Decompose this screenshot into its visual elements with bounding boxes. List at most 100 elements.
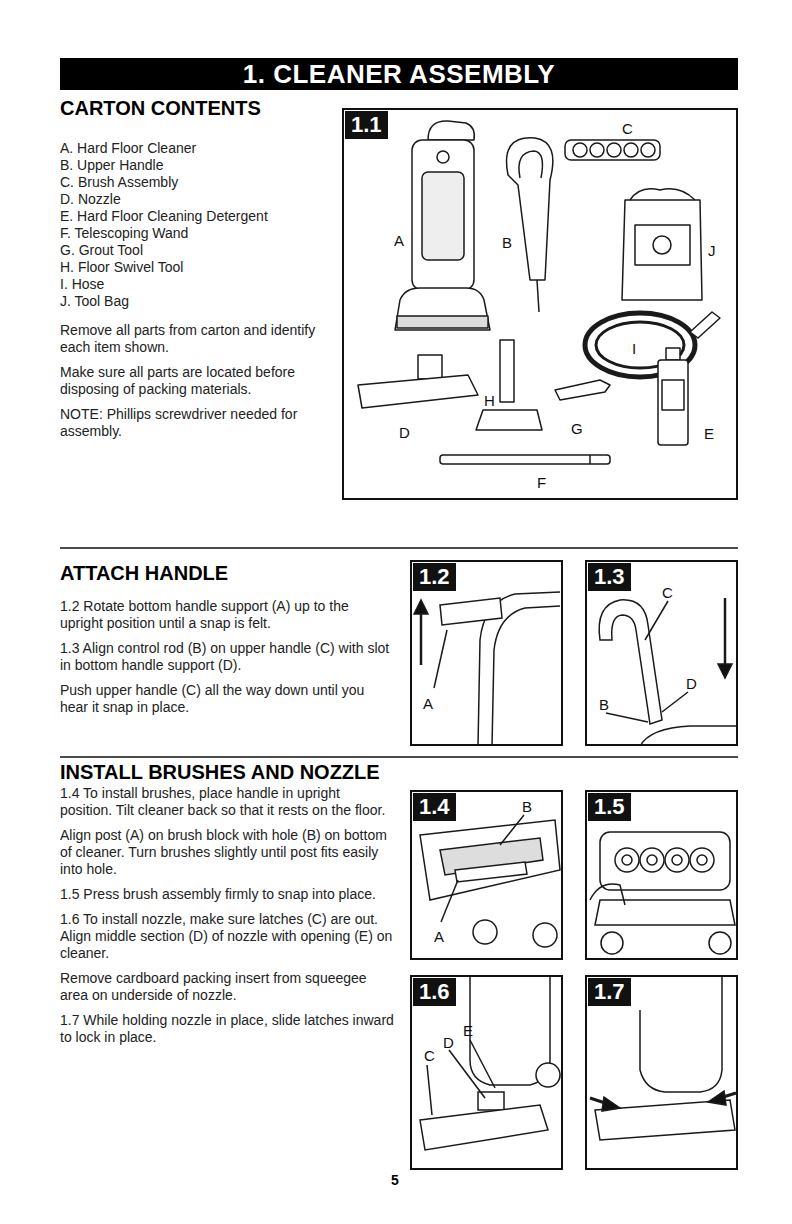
figure-panel: 1.6EDC [410, 975, 563, 1170]
section-heading: CARTON CONTENTS [60, 96, 330, 120]
title-bar: 1. CLEANER ASSEMBLY [60, 58, 738, 90]
parts-illustration-shape [418, 355, 442, 379]
instruction-text: 1.6 To install nozzle, make sure latches… [60, 911, 395, 962]
section-heading: ATTACH HANDLE [60, 561, 395, 585]
panel-1-2-illustration-shape [492, 606, 560, 746]
callout-letter: D [443, 1034, 454, 1051]
parts-illustration-shape [519, 151, 543, 178]
panel-1-6-illustration-shape [536, 1063, 560, 1087]
instruction-text: 1.7 While holding nozzle in place, slide… [60, 1012, 395, 1046]
callout-letter: A [423, 695, 433, 712]
panel-1-5-illustration-shape [601, 932, 623, 954]
figure-panel: 1.4BA [410, 790, 563, 960]
parts-list-item: H. Floor Swivel Tool [60, 259, 330, 276]
parts-illustration-shape [658, 360, 688, 445]
panel-1-2-illustration-shape [414, 600, 428, 614]
page-number: 5 [391, 1172, 421, 1189]
panel-1-4-illustration [420, 815, 560, 947]
parts-list-item: D. Nozzle [60, 191, 330, 208]
callout-letter: C [424, 1047, 435, 1064]
panel-1-5-illustration-shape [600, 832, 730, 890]
parts-list-item: G. Grout Tool [60, 242, 330, 259]
parts-illustration-shape [624, 143, 638, 157]
panel-1-2-illustration-shape [420, 610, 423, 665]
parts-illustration-shape [500, 340, 514, 402]
panel-1-5-illustration-shape [665, 848, 689, 872]
parts-list-item: I. Hose [60, 276, 330, 293]
divider-line [60, 548, 738, 757]
callout-letter: C [662, 584, 673, 601]
panel-1-3-illustration-shape [662, 692, 688, 712]
figure-panel: 1.2A [410, 560, 563, 746]
figure-number: 1.2 [413, 563, 456, 591]
parts-illustration-shape [428, 121, 474, 140]
parts-illustration-shape [565, 140, 660, 160]
parts-illustration-shape [622, 200, 702, 300]
callout-letter: I [632, 340, 636, 357]
instruction-text: 1.2 Rotate bottom handle support (A) up … [60, 598, 395, 632]
instruction-text: Make sure all parts are located before d… [60, 364, 330, 398]
callout-letter: D [399, 424, 410, 441]
callout-letter: J [708, 242, 716, 259]
callout-letter: E [704, 425, 714, 442]
panel-1-4-illustration-shape [420, 820, 560, 900]
callout-letter: C [622, 120, 633, 137]
parts-list-item: B. Upper Handle [60, 157, 330, 174]
parts-illustration-shape [573, 143, 587, 157]
parts-illustration-shape [395, 288, 490, 330]
divider-line-shape [60, 547, 738, 549]
parts-illustration-shape [437, 151, 449, 163]
parts-list-item: E. Hard Floor Cleaning Detergent [60, 208, 330, 225]
figure-panel: 1.3CDB [585, 560, 738, 746]
panel-1-4-illustration-shape [533, 923, 557, 947]
callout-letter: F [537, 474, 546, 491]
parts-illustration-shape [662, 380, 684, 410]
callout-letter: A [394, 232, 404, 249]
callout-letter: H [484, 392, 495, 409]
parts-illustration-shape [653, 236, 671, 254]
figure-number: 1.1 [345, 111, 388, 139]
panel-1-6-illustration-shape [470, 1040, 495, 1088]
figure-number: 1.3 [588, 563, 631, 591]
callout-letter: B [522, 798, 532, 815]
panel-1-5-illustration-shape [672, 855, 682, 865]
parts-illustration-shape [635, 225, 690, 265]
parts-illustration-shape [630, 189, 695, 200]
panel-1-7-illustration-shape [708, 1091, 726, 1105]
parts-illustration-shape [690, 312, 720, 338]
parts-illustration-shape [440, 455, 610, 464]
instruction-text: 1.4 To install brushes, place handle in … [60, 785, 395, 819]
figure-panel: 1.5 [585, 790, 738, 960]
parts-illustration-shape [607, 143, 621, 157]
panel-1-5-illustration-shape [615, 848, 639, 872]
panel-1-5-illustration-shape [595, 900, 735, 925]
panel-1-3-illustration-shape [724, 598, 727, 668]
panel-1-4-illustration-shape [500, 815, 524, 845]
parts-illustration-shape [589, 455, 591, 464]
parts-illustration-shape [358, 375, 478, 408]
figure-number: 1.5 [588, 793, 631, 821]
panel-1-6-illustration-shape [427, 1065, 432, 1115]
panel-1-5-illustration-shape [709, 932, 731, 954]
divider-line-shape [60, 756, 738, 758]
callout-letter: B [502, 234, 512, 251]
instruction-text: Align post (A) on brush block with hole … [60, 827, 395, 878]
instruction-text: Remove all parts from carton and identif… [60, 322, 330, 356]
parts-list-item: A. Hard Floor Cleaner [60, 140, 330, 157]
instruction-text: Push upper handle (C) all the way down u… [60, 682, 395, 716]
panel-1-4-illustration-shape [473, 920, 497, 944]
instruction-text: 1.5 Press brush assembly firmly to snap … [60, 886, 395, 903]
callout-letter: G [571, 420, 583, 437]
callout-letter: E [463, 1022, 473, 1039]
parts-illustration [358, 121, 720, 464]
figure-number: 1.6 [413, 978, 456, 1006]
panel-1-3-illustration-shape [640, 726, 736, 746]
panel-1-4-illustration-shape [455, 862, 527, 882]
callout-letter: D [686, 675, 697, 692]
parts-illustration-shape [590, 143, 604, 157]
panel-1-2-illustration-shape [440, 598, 502, 625]
panel-1-5-illustration [590, 832, 735, 954]
panel-1-5-illustration-shape [640, 848, 664, 872]
panel-1-3-illustration-shape [718, 664, 732, 678]
panel-1-5-illustration-shape [647, 855, 657, 865]
